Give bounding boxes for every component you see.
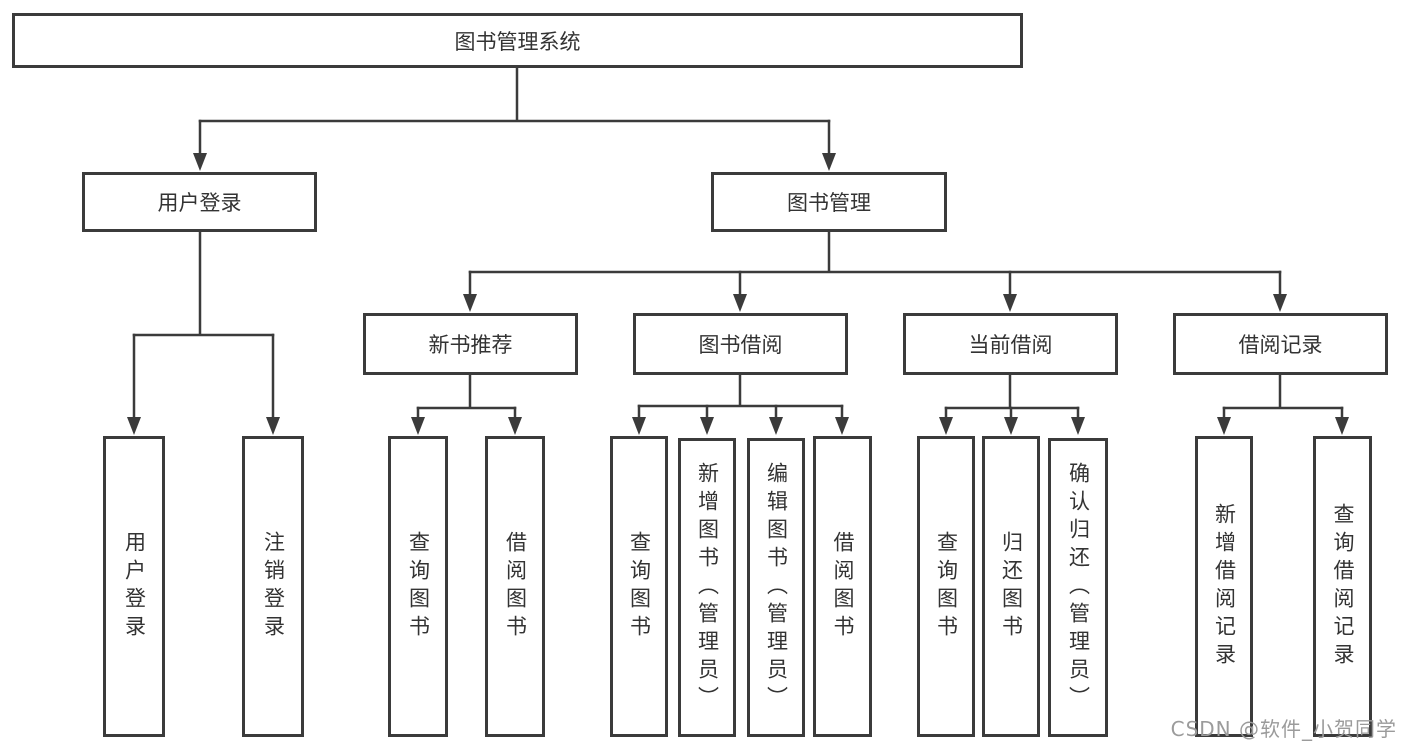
node-new-book-recommend-label: 新书推荐: [428, 333, 513, 357]
arrows-leaves: [127, 333, 1349, 435]
leaf-recommend-borrow-books: 借阅图书: [485, 436, 545, 737]
leaf-recommend-query-books-label: 查询图书: [406, 530, 431, 643]
leaf-current-return-books: 归还图书: [982, 436, 1040, 737]
leaf-current-return-books-label: 归还图书: [999, 530, 1024, 643]
node-book-borrow: 图书借阅: [633, 313, 848, 375]
arrows-level2: [193, 119, 836, 171]
node-root: 图书管理系统: [12, 13, 1023, 68]
csdn-watermark: CSDN @软件_小贺同学: [1170, 717, 1397, 741]
leaf-records-query-record-label: 查询借阅记录: [1331, 502, 1355, 671]
leaf-borrow-borrow-books: 借阅图书: [813, 436, 872, 737]
leaf-recommend-borrow-books-label: 借阅图书: [503, 530, 528, 643]
leaf-borrow-borrow-books-label: 借阅图书: [831, 530, 855, 643]
node-borrow-records-label: 借阅记录: [1238, 333, 1323, 357]
leaf-current-confirm-return-label: 确认归还（管理员）: [1066, 461, 1091, 714]
node-current-borrow: 当前借阅: [903, 313, 1118, 375]
node-borrow-records: 借阅记录: [1173, 313, 1388, 375]
leaf-user-login: 用户登录: [103, 436, 165, 737]
node-user-login-label: 用户登录: [157, 191, 242, 215]
node-new-book-recommend: 新书推荐: [363, 313, 578, 375]
leaf-current-query-books-label: 查询图书: [934, 530, 959, 643]
leaf-borrow-add-books: 新增图书（管理员）: [678, 438, 736, 737]
leaf-current-confirm-return: 确认归还（管理员）: [1048, 438, 1108, 737]
node-root-label: 图书管理系统: [454, 29, 581, 54]
leaf-records-add-record: 新增借阅记录: [1195, 436, 1253, 737]
leaf-borrow-add-books-label: 新增图书（管理员）: [695, 461, 720, 714]
connector-spines: [132, 66, 1344, 410]
node-book-borrow-label: 图书借阅: [698, 333, 783, 357]
leaf-borrow-query-books-label: 查询图书: [627, 530, 652, 643]
leaf-logout: 注销登录: [242, 436, 304, 737]
node-current-borrow-label: 当前借阅: [968, 333, 1053, 357]
leaf-borrow-edit-books-label: 编辑图书（管理员）: [764, 461, 789, 714]
arrows-level3: [463, 270, 1287, 312]
leaf-logout-label: 注销登录: [261, 530, 286, 643]
leaf-records-add-record-label: 新增借阅记录: [1212, 502, 1237, 671]
leaf-borrow-edit-books: 编辑图书（管理员）: [747, 438, 805, 737]
node-user-login: 用户登录: [82, 172, 317, 232]
node-book-management: 图书管理: [711, 172, 947, 232]
leaf-recommend-query-books: 查询图书: [388, 436, 448, 737]
leaf-borrow-query-books: 查询图书: [610, 436, 668, 737]
leaf-records-query-record: 查询借阅记录: [1313, 436, 1372, 737]
node-book-management-label: 图书管理: [787, 191, 871, 215]
leaf-user-login-label: 用户登录: [122, 530, 147, 643]
leaf-current-query-books: 查询图书: [917, 436, 975, 737]
